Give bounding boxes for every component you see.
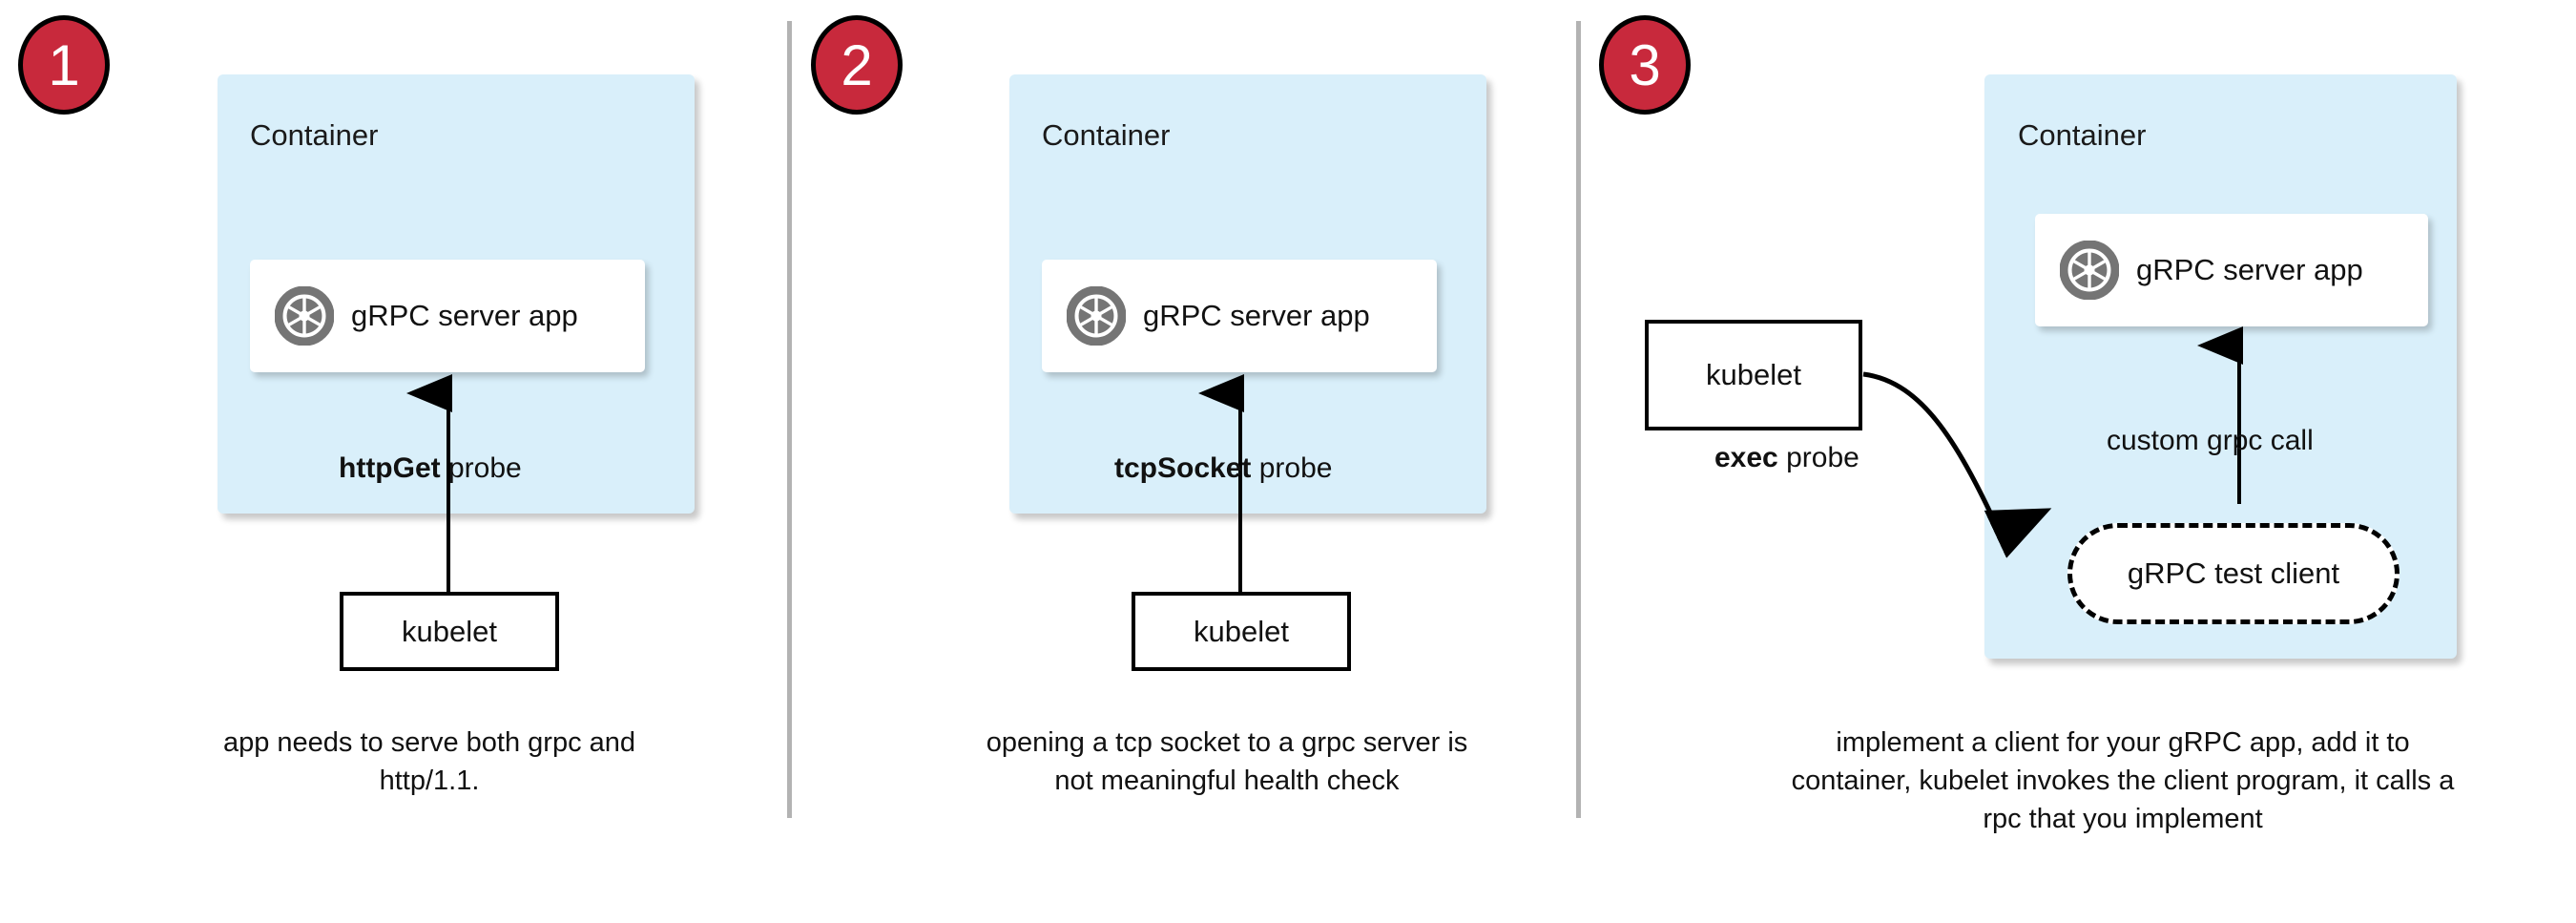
container-label-1: Container	[250, 118, 379, 152]
grpc-logo-icon	[2060, 241, 2119, 300]
grpc-logo-icon	[1067, 286, 1126, 346]
step-badge-1: 1	[18, 15, 110, 115]
panel-caption-2: opening a tcp socket to a grpc server is…	[986, 727, 1468, 796]
kubelet-label-1: kubelet	[402, 614, 497, 648]
container-label-3: Container	[2018, 118, 2147, 152]
panel-caption-1: app needs to serve both grpc and http/1.…	[222, 727, 636, 796]
step-badge-2: 2	[811, 15, 903, 115]
grpc-server-app-box-1: gRPC server app	[250, 260, 645, 372]
exec-probe-arrow	[1862, 371, 2052, 558]
probe-label-1: httpGet probe	[339, 452, 522, 485]
panel-2: 2 Container	[792, 0, 1576, 923]
grpc-server-app-box-3: gRPC server app	[2035, 214, 2428, 326]
app-label-3: gRPC server app	[2136, 253, 2363, 286]
grpc-logo-icon	[275, 286, 334, 346]
probe-label-2-rest: probe	[1251, 452, 1333, 484]
kubelet-box-2: kubelet	[1132, 592, 1351, 671]
kubelet-box-1: kubelet	[340, 592, 559, 671]
panel-3: 3 Container	[1581, 0, 2576, 923]
probe-label-1-rest: probe	[440, 452, 522, 484]
app-label-2: gRPC server app	[1143, 299, 1370, 332]
probe-label-3-bold: exec	[1714, 442, 1778, 473]
step-badge-3: 3	[1599, 15, 1691, 115]
panel-divider-2	[1576, 21, 1581, 818]
probe-label-2-bold: tcpSocket	[1114, 452, 1252, 484]
kubelet-label-3: kubelet	[1706, 358, 1801, 391]
app-label-1: gRPC server app	[351, 299, 578, 332]
probe-label-2: tcpSocket probe	[1114, 452, 1332, 485]
grpc-test-client-box: gRPC test client	[2067, 523, 2399, 624]
probe-label-3: exec probe	[1714, 442, 1859, 474]
panel-1: 1 Container	[0, 0, 787, 923]
grpc-test-client-label: gRPC test client	[2127, 556, 2340, 590]
custom-grpc-call-label: custom grpc call	[2107, 425, 2314, 456]
kubelet-box-3: kubelet	[1645, 320, 1862, 430]
kubelet-label-2: kubelet	[1194, 614, 1289, 648]
probe-label-3-rest: probe	[1777, 442, 1859, 473]
grpc-server-app-box-2: gRPC server app	[1042, 260, 1437, 372]
panel-divider-1	[787, 21, 792, 818]
probe-label-1-bold: httpGet	[339, 452, 441, 484]
panel-caption-3: implement a client for your gRPC app, ad…	[1791, 727, 2455, 834]
container-label-2: Container	[1042, 118, 1171, 152]
